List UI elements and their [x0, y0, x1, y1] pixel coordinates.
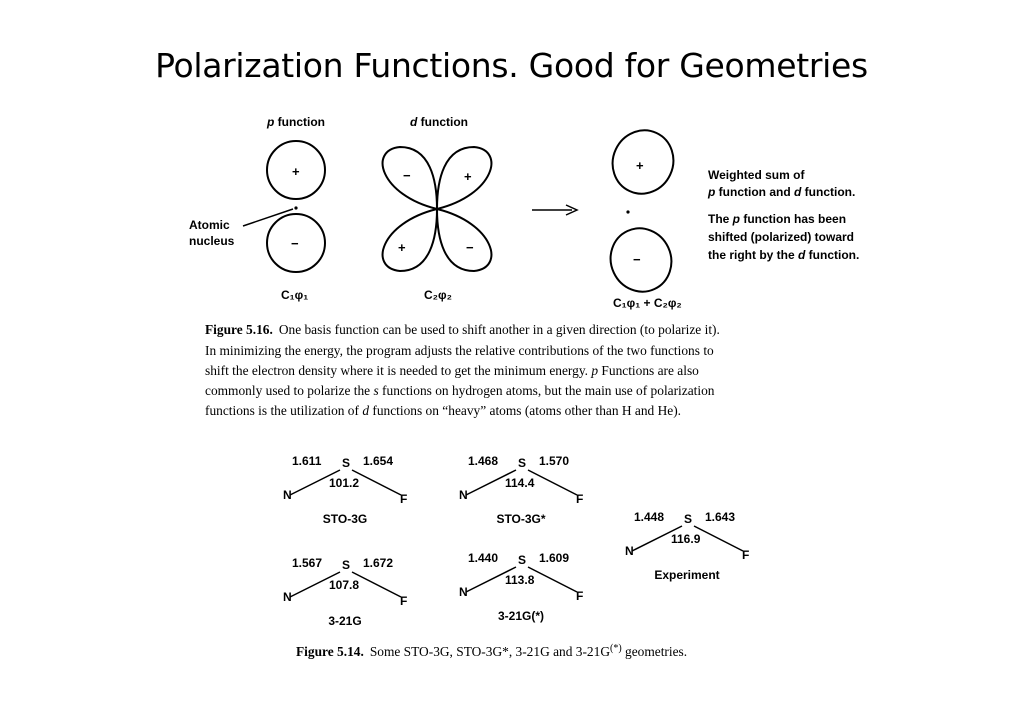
geometry-4: S N F 1.440 1.609 113.8 3-21G(*) [459, 551, 583, 623]
bond-length-sf: 1.609 [539, 551, 569, 565]
p-plus-sign: + [292, 164, 300, 179]
atom-s: S [518, 553, 526, 567]
method-label: 3-21G(*) [498, 609, 544, 623]
atom-n: N [283, 590, 292, 604]
bond-length-sf: 1.654 [363, 454, 393, 468]
polarized-plus-sign: + [636, 158, 644, 173]
bond-length-sf: 1.672 [363, 556, 393, 570]
bond-length-sf: 1.570 [539, 454, 569, 468]
arrow-icon [565, 204, 579, 216]
bond-n-s [289, 571, 341, 598]
bond-length-sf: 1.643 [705, 510, 735, 524]
bond-s-f [693, 525, 744, 552]
atom-f: F [576, 492, 583, 506]
fig516-caption-line-2: In minimizing the energy, the program ad… [205, 343, 714, 358]
method-label: 3-21G [328, 614, 361, 628]
d-minus-upper-left: − [403, 168, 411, 183]
atom-f: F [576, 589, 583, 603]
polarized-nucleus-dot [626, 210, 630, 214]
bond-n-s [631, 525, 683, 552]
bond-length-ns: 1.448 [634, 510, 664, 524]
atom-n: N [459, 585, 468, 599]
desc-line-3: The p function has been [708, 212, 846, 226]
fig516-caption-line-5: functions is the utilization of d functi… [205, 403, 681, 418]
atom-s: S [342, 558, 350, 572]
c1phi1-label: C₁φ₁ [281, 288, 308, 302]
d-plus-lower-left: + [398, 240, 406, 255]
p-orbital-upper-lobe [266, 140, 326, 200]
c2phi2-label: C₂φ₂ [424, 288, 452, 302]
d-orbital-lobe-upper-right [435, 145, 493, 211]
fig516-caption-line-1: Figure 5.16.One basis function can be us… [205, 322, 720, 337]
desc-line-5: the right by the d function. [708, 248, 859, 262]
p-minus-sign: − [291, 236, 299, 251]
bond-angle: 116.9 [671, 532, 701, 546]
d-orbital-lobe-lower-left [381, 207, 439, 273]
bond-n-s [465, 566, 517, 593]
atomic-label: Atomic [189, 218, 230, 232]
nucleus-dot [294, 206, 298, 210]
bond-n-s [465, 469, 517, 496]
bond-n-s [289, 469, 341, 496]
bond-length-ns: 1.468 [468, 454, 498, 468]
bond-s-f [351, 571, 402, 598]
desc-line-4: shifted (polarized) toward [708, 230, 854, 244]
figure-5-16: p function d function + − Atomic nucleus… [189, 115, 859, 418]
bond-angle: 113.8 [505, 573, 535, 587]
atom-s: S [342, 456, 350, 470]
sum-label: C₁φ₁ + C₂φ₂ [613, 296, 682, 310]
fig514-caption: Figure 5.14.Some STO-3G, STO-3G*, 3-21G … [296, 643, 687, 659]
d-orbital-lobe-lower-right [435, 207, 493, 273]
fig516-caption-line-3: shift the electron density where it is n… [205, 363, 699, 378]
bond-angle: 101.2 [329, 476, 359, 490]
atom-s: S [684, 512, 692, 526]
d-plus-upper-right: + [464, 169, 472, 184]
desc-line-1: Weighted sum of [708, 168, 805, 182]
bond-length-ns: 1.567 [292, 556, 322, 570]
p-orbital-lower-lobe [266, 213, 326, 273]
atom-n: N [283, 488, 292, 502]
nucleus-label: nucleus [189, 234, 235, 248]
fig516-caption-line-4: commonly used to polarize the s function… [205, 383, 715, 398]
polarized-upper-lobe [611, 129, 675, 195]
method-label: STO-3G [323, 512, 367, 526]
nucleus-pointer-line [242, 208, 294, 227]
atom-n: N [625, 544, 634, 558]
bond-angle: 114.4 [505, 476, 535, 490]
atom-f: F [400, 594, 407, 608]
bond-length-ns: 1.611 [292, 454, 322, 468]
atom-f: F [400, 492, 407, 506]
atom-n: N [459, 488, 468, 502]
method-label: Experiment [654, 568, 719, 582]
p-function-label: p function [266, 115, 325, 129]
geometry-3: S N F 1.567 1.672 107.8 3-21G [283, 556, 407, 628]
polarized-minus-sign: − [633, 252, 641, 267]
bond-s-f [351, 469, 402, 496]
bond-s-f [527, 566, 578, 593]
slide-title: Polarization Functions. Good for Geometr… [155, 46, 868, 85]
desc-line-2: p function and d function. [707, 185, 855, 199]
atom-s: S [518, 456, 526, 470]
atom-f: F [742, 548, 749, 562]
polarized-lower-lobe [609, 227, 673, 293]
bond-length-ns: 1.440 [468, 551, 498, 565]
d-function-label: d function [410, 115, 468, 129]
d-orbital-lobe-upper-left [381, 145, 439, 211]
bond-s-f [527, 469, 578, 496]
bond-angle: 107.8 [329, 578, 359, 592]
method-label: STO-3G* [496, 512, 545, 526]
d-minus-lower-right: − [466, 240, 474, 255]
